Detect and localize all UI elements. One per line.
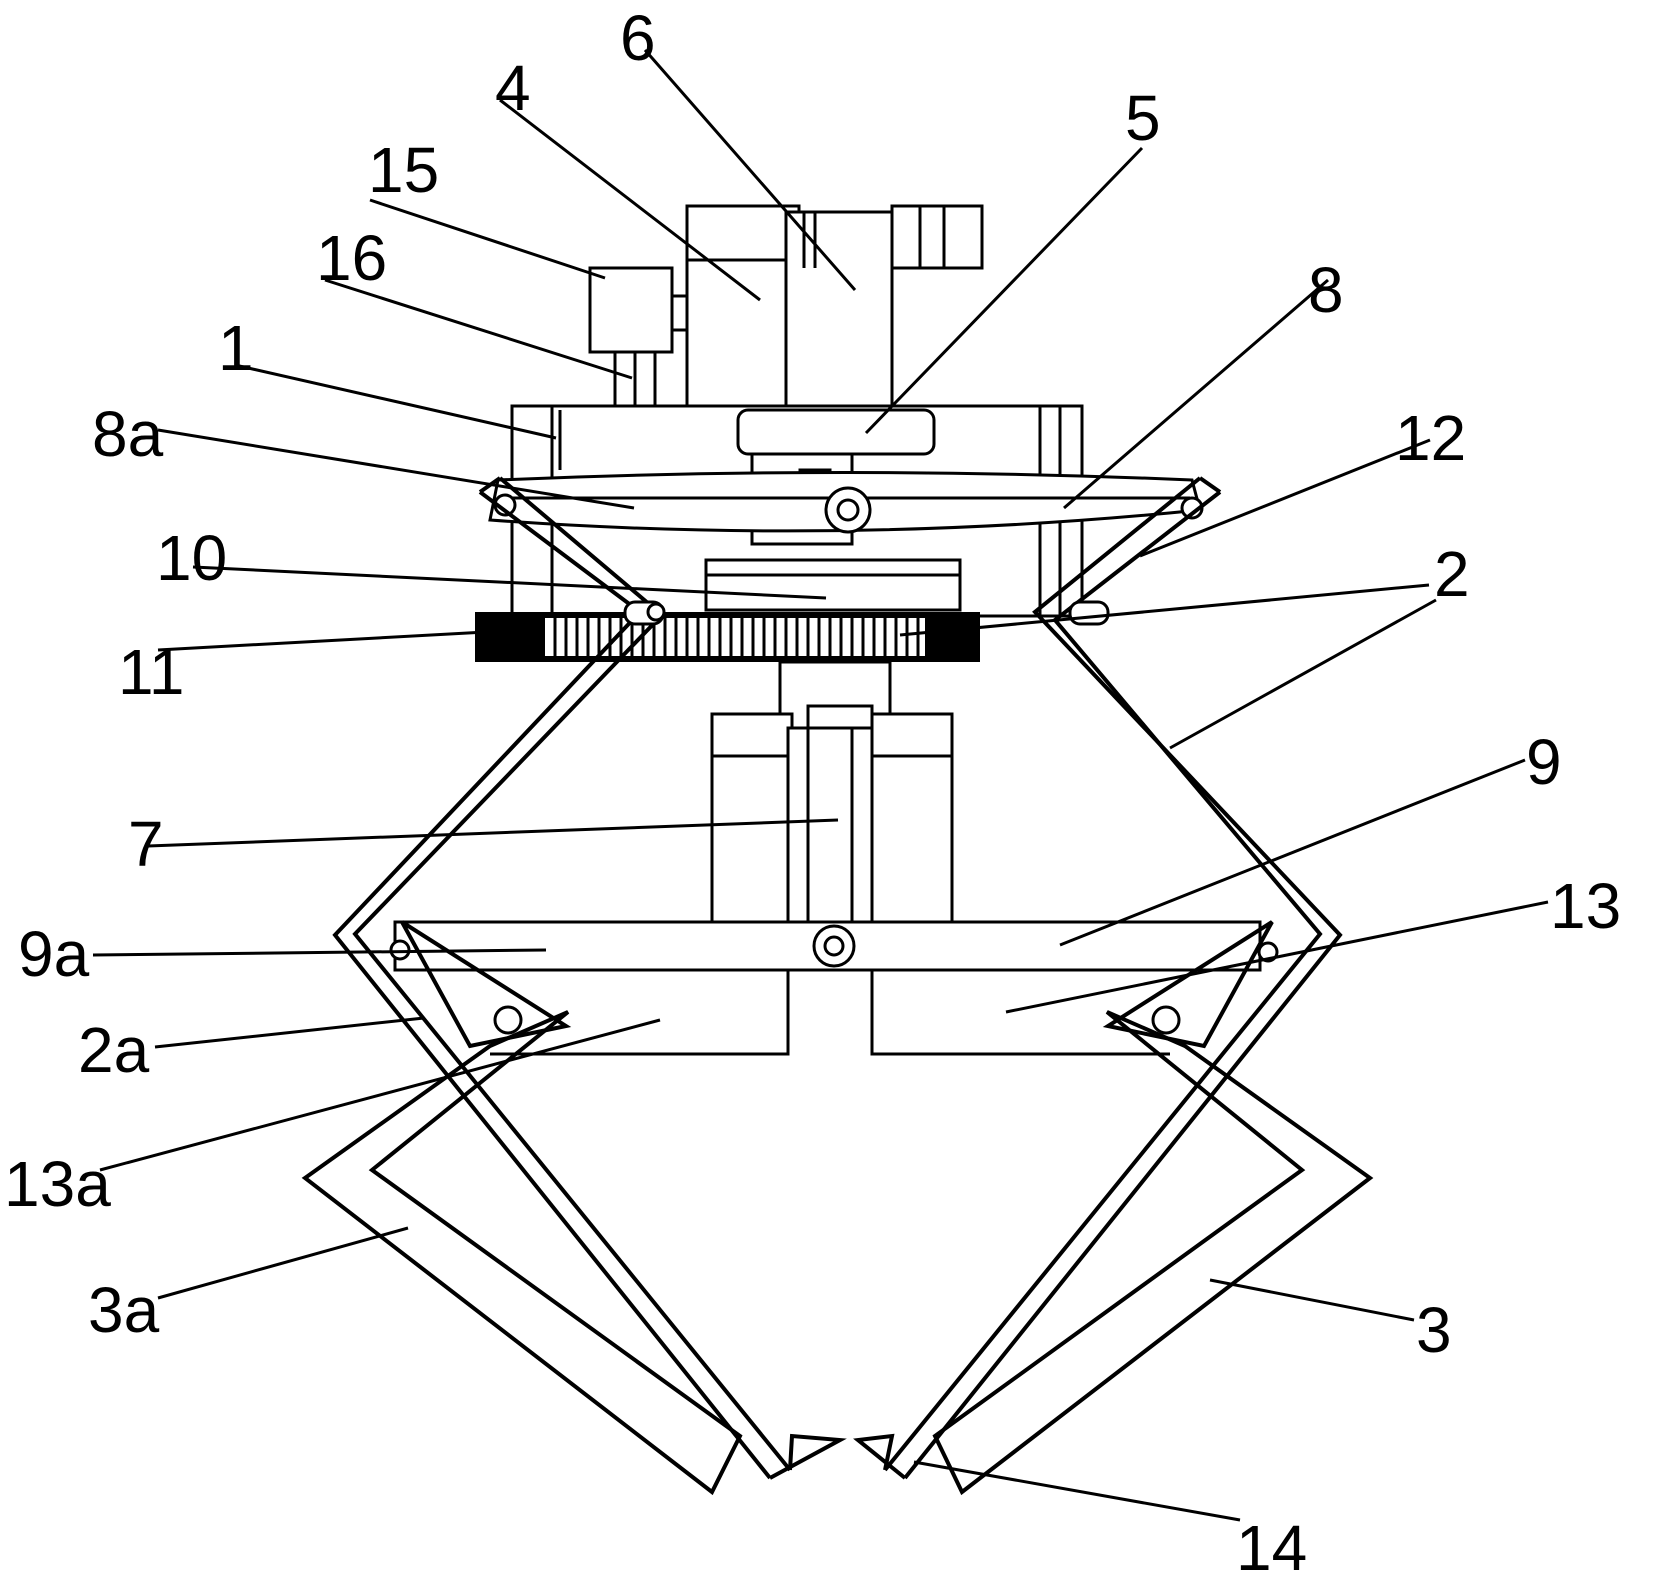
label-1: 1	[218, 312, 254, 384]
label-14: 14	[1236, 1512, 1307, 1584]
central-slider	[712, 662, 952, 924]
plate-10	[706, 560, 960, 610]
label-9a: 9a	[18, 918, 90, 990]
label-15: 15	[368, 134, 439, 206]
label-3: 3	[1416, 1294, 1452, 1366]
label-3a: 3a	[88, 1274, 160, 1346]
label-6: 6	[620, 2, 656, 74]
label-8a: 8a	[92, 398, 164, 470]
label-9: 9	[1526, 726, 1562, 798]
label-16: 16	[316, 222, 387, 294]
label-11: 11	[118, 636, 184, 708]
label-7: 7	[128, 808, 164, 880]
label-12: 12	[1395, 402, 1466, 474]
upper-housing	[512, 206, 1082, 616]
label-8: 8	[1308, 254, 1344, 326]
label-5: 5	[1125, 82, 1161, 154]
label-4: 4	[495, 52, 531, 124]
label-2a: 2a	[78, 1014, 150, 1086]
label-10: 10	[156, 522, 227, 594]
gear-11	[475, 612, 980, 662]
label-13a: 13a	[4, 1148, 111, 1220]
label-13: 13	[1550, 870, 1621, 942]
label-2: 2	[1434, 538, 1470, 610]
